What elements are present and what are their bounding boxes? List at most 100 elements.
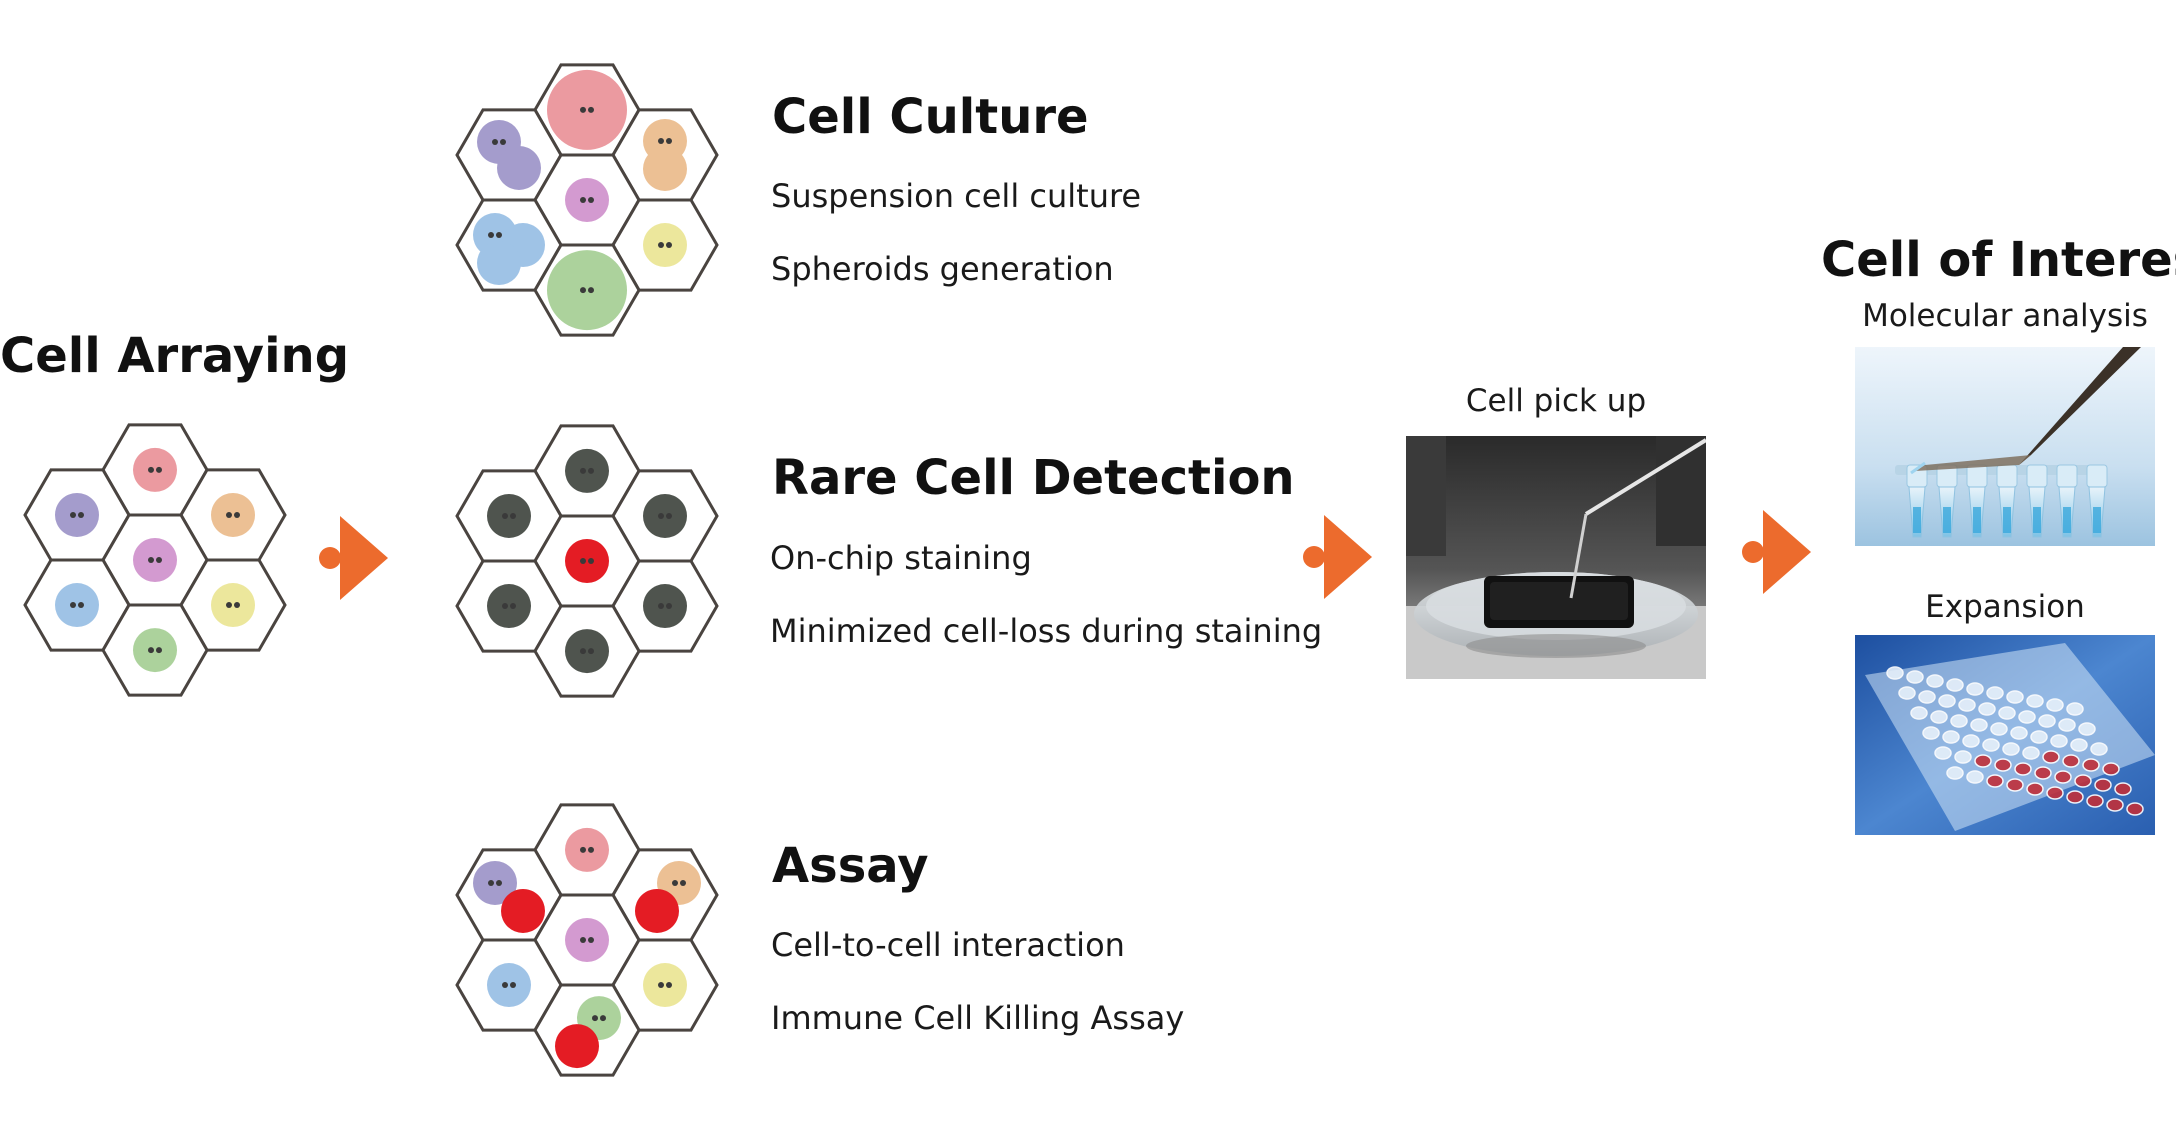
rare-cell-detection-cluster <box>455 424 719 698</box>
well <box>2030 730 2048 744</box>
arrow-head <box>1763 510 1811 594</box>
pcr-tube <box>2026 464 2048 538</box>
nucleus-dot <box>234 511 240 518</box>
cell-pick-up-label: Cell pick up <box>1465 383 1647 419</box>
nucleus-dot <box>502 982 508 989</box>
well <box>1970 718 1988 732</box>
molecular-analysis-photo <box>1855 347 2155 546</box>
cell-culture-title: Cell Culture <box>772 89 1089 145</box>
well <box>2046 786 2064 800</box>
nucleus-dot <box>148 647 154 654</box>
well <box>2050 734 2068 748</box>
nucleus-dot <box>580 467 586 474</box>
nucleus-dot <box>580 648 586 655</box>
well <box>1938 694 1956 708</box>
cell <box>643 584 687 629</box>
well <box>1946 766 1964 780</box>
nucleus-dot <box>510 982 516 989</box>
nucleus-dot <box>580 197 586 203</box>
nucleus-dot <box>580 106 586 113</box>
cell <box>565 918 609 962</box>
cell <box>565 448 609 493</box>
nucleus-dot <box>588 648 594 655</box>
arrow-tab <box>1742 541 1764 563</box>
well <box>2066 790 2084 804</box>
flow-arrow <box>1742 510 1811 594</box>
nucleus-dot <box>226 511 232 518</box>
nucleus-dot <box>592 1015 598 1022</box>
well <box>2062 754 2080 768</box>
cell <box>547 250 627 331</box>
well <box>1954 750 1972 764</box>
cell <box>487 584 531 629</box>
nucleus-dot <box>580 287 586 294</box>
well <box>1918 690 1936 704</box>
arrow-tab <box>319 547 341 569</box>
well <box>1982 738 2000 752</box>
well <box>2090 742 2108 756</box>
well <box>2010 726 2028 740</box>
cell <box>55 492 99 537</box>
nucleus-dot <box>148 466 154 473</box>
well <box>1974 754 1992 768</box>
well <box>1906 670 1924 684</box>
nucleus-dot <box>658 603 664 610</box>
nucleus-dot <box>588 197 594 203</box>
molecular-analysis-label: Molecular analysis <box>1862 298 2148 334</box>
well <box>2002 742 2020 756</box>
well <box>1942 730 1960 744</box>
assay-cluster <box>455 803 719 1077</box>
nucleus-dot <box>234 602 240 609</box>
cell-arraying-cluster <box>23 423 287 697</box>
well <box>1926 674 1944 688</box>
nucleus-dot <box>658 512 664 519</box>
well <box>2070 738 2088 752</box>
cell <box>211 492 255 537</box>
expansion-label: Expansion <box>1925 589 2085 625</box>
well <box>1986 686 2004 700</box>
nucleus-dot <box>580 846 586 853</box>
nucleus-dot <box>666 512 672 519</box>
well <box>1990 722 2008 736</box>
nucleus-dot <box>588 558 594 564</box>
well <box>2094 778 2112 792</box>
nucleus-dot <box>666 242 672 249</box>
nucleus-dot <box>502 512 508 519</box>
well <box>2042 750 2060 764</box>
cell <box>211 583 255 628</box>
cell <box>565 539 609 583</box>
well <box>2054 770 2072 784</box>
cell-of-interest-title: Cell of Interest <box>1821 232 2176 288</box>
nucleus-dot <box>488 879 494 886</box>
nucleus-dot <box>580 937 586 943</box>
cell <box>555 1024 599 1069</box>
well <box>2126 802 2144 816</box>
nucleus-dot <box>70 511 76 518</box>
pcr-tube <box>1936 464 1958 538</box>
well <box>1966 682 1984 696</box>
nucleus-dot <box>70 602 76 609</box>
cell <box>477 241 521 286</box>
well <box>2046 698 2064 712</box>
nucleus-dot <box>502 603 508 610</box>
well <box>2086 794 2104 808</box>
well <box>2006 778 2024 792</box>
rare-cell-detection-title: Rare Cell Detection <box>772 450 1295 506</box>
nucleus-dot <box>148 557 154 563</box>
well <box>2102 762 2120 776</box>
nucleus-dot <box>658 137 664 144</box>
well <box>1994 758 2012 772</box>
well <box>2066 702 2084 716</box>
nucleus-dot <box>510 603 516 610</box>
cell-arraying-title: Cell Arraying <box>0 328 350 384</box>
nucleus-dot <box>588 846 594 853</box>
nucleus-dot <box>658 982 664 989</box>
nucleus-dot <box>658 242 664 249</box>
well <box>2022 746 2040 760</box>
pcr-tube <box>2086 464 2108 538</box>
well <box>2006 690 2024 704</box>
well <box>1966 770 1984 784</box>
well <box>1998 706 2016 720</box>
nucleus-dot <box>78 602 84 609</box>
arrow-head <box>340 516 388 600</box>
